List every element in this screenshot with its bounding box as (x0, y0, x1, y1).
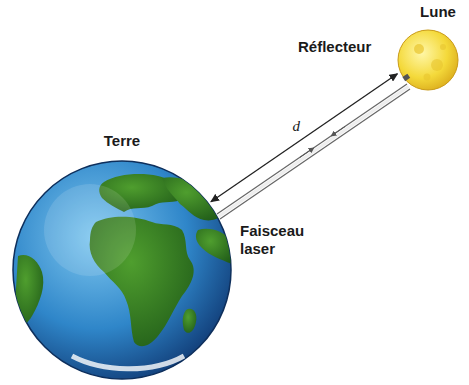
earth-node: Terre (12, 160, 232, 380)
distance-arrow (211, 74, 397, 202)
distance-label: d (291, 118, 303, 134)
planet-name: Lune (420, 3, 456, 21)
moon-disc (397, 29, 459, 91)
laser-beam-lines (217, 84, 410, 219)
earth-globe (12, 160, 232, 380)
reflector-label: Réflecteur (298, 38, 371, 56)
moon-node: Lune (397, 29, 459, 91)
laser-beam-label: Faisceau laser (240, 222, 320, 258)
planet-name: Terre (104, 132, 140, 150)
